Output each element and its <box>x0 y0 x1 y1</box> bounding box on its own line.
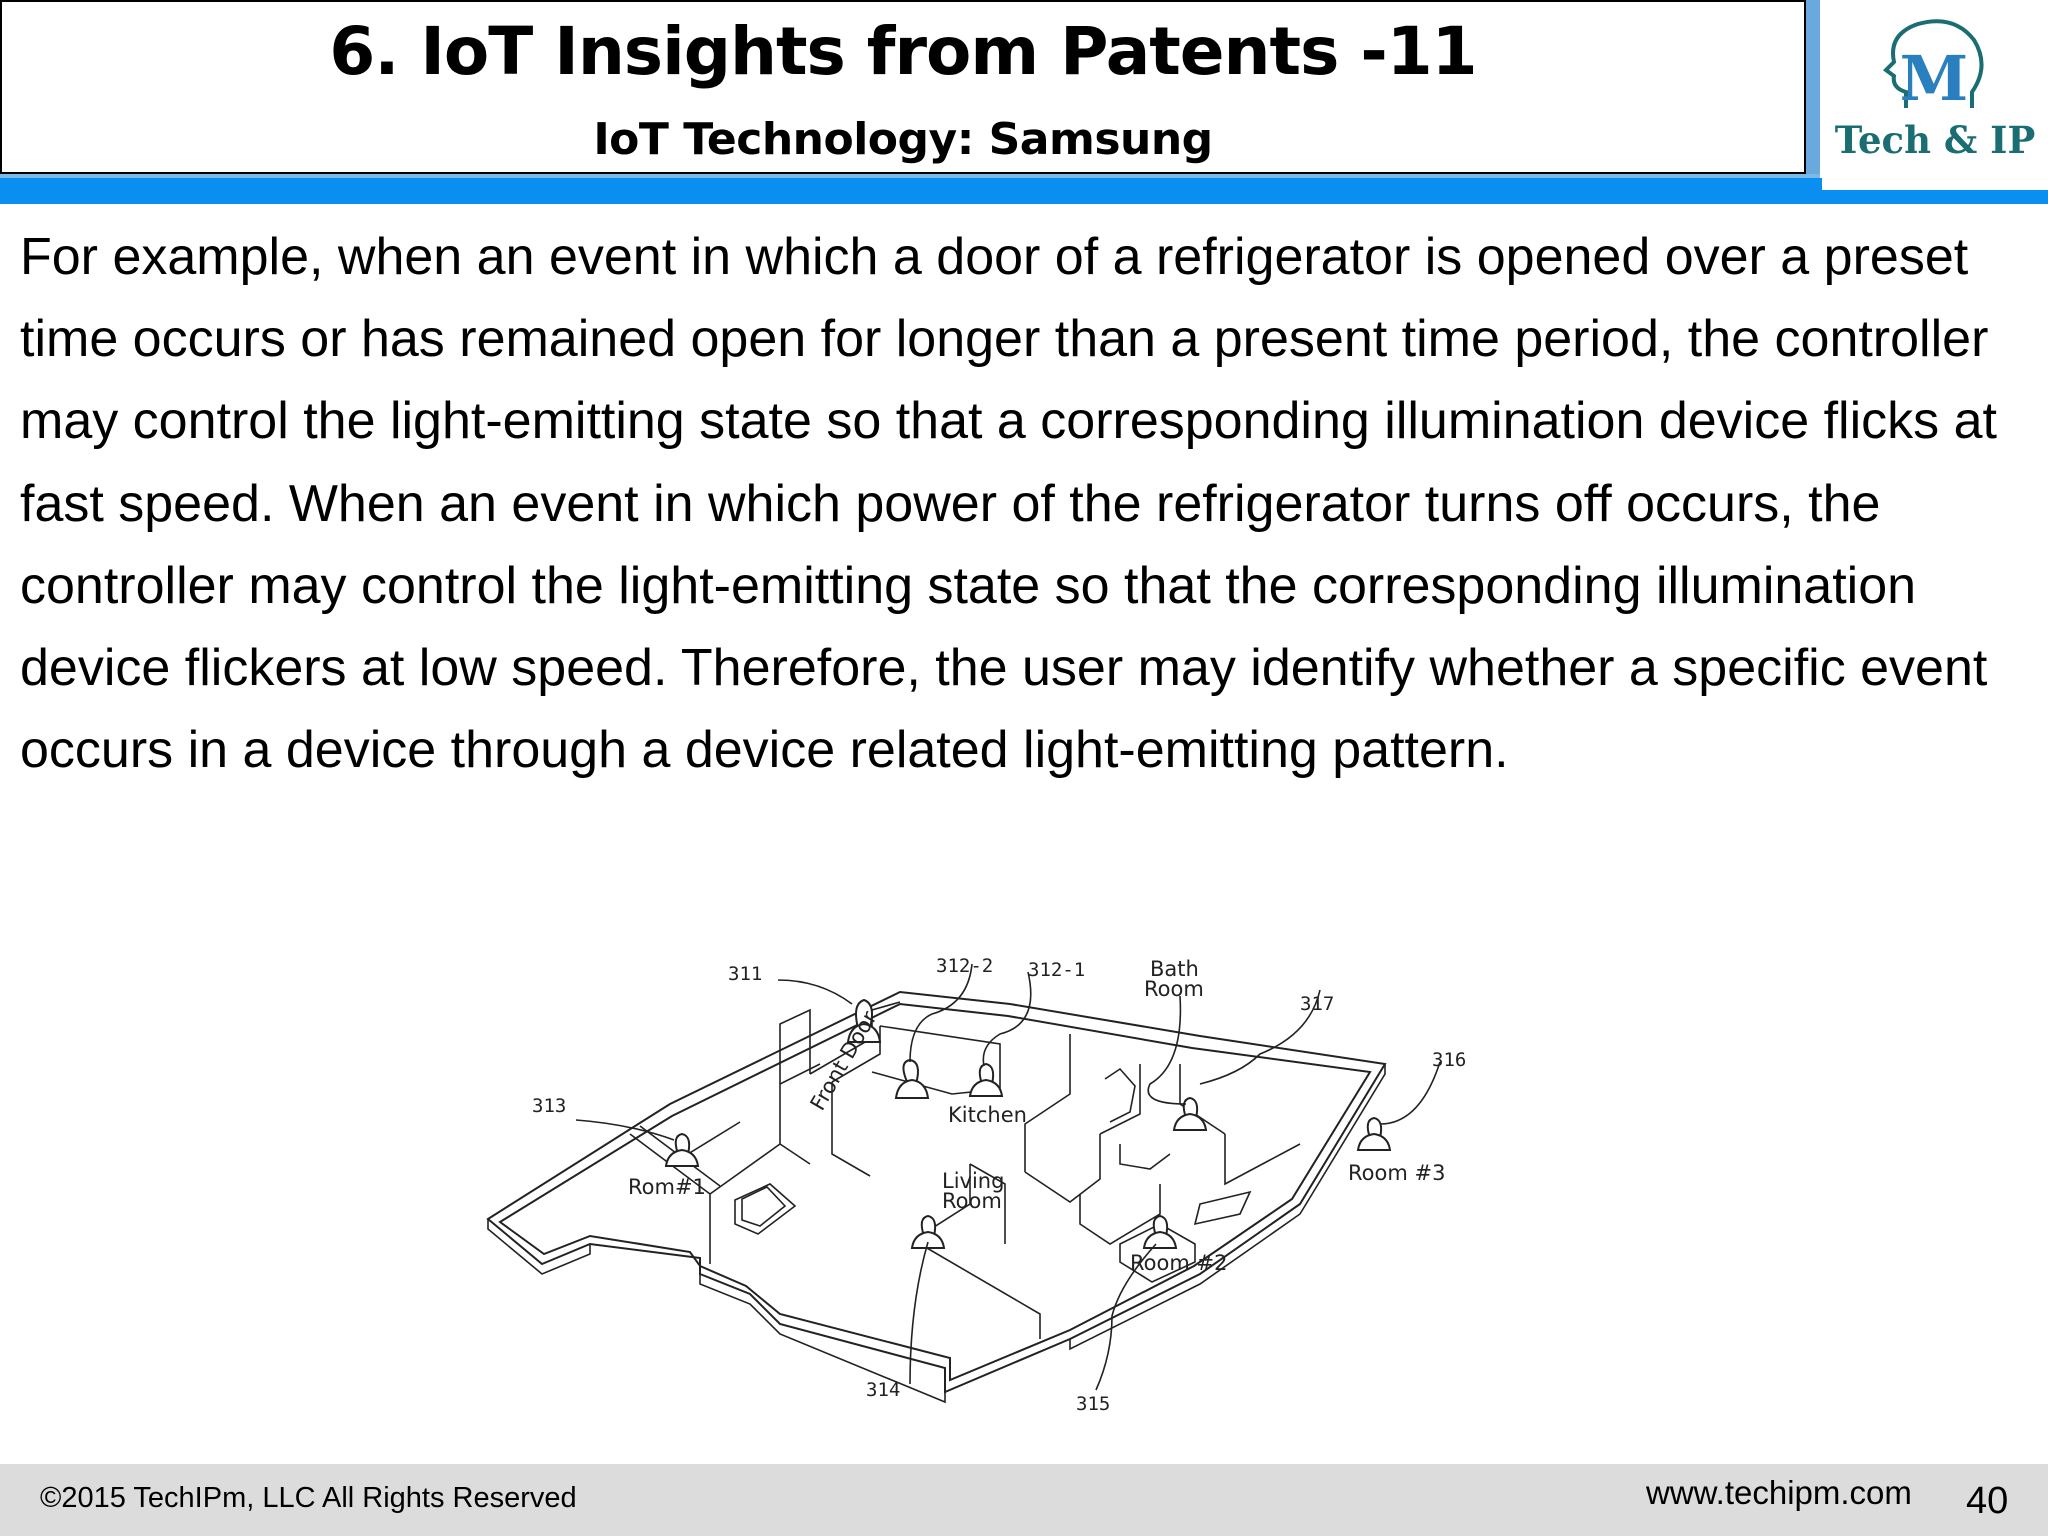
footer-website: www.techipm.com <box>1646 1474 1912 1512</box>
label-313: 313 <box>532 1095 566 1117</box>
footer-copyright: ©2015 TechIPm, LLC All Rights Reserved <box>40 1482 577 1515</box>
label-314: 314 <box>866 1379 900 1401</box>
slide-title: 6. IoT Insights from Patents -11 <box>2 10 1804 94</box>
title-box: 6. IoT Insights from Patents -11 IoT Tec… <box>0 0 1806 174</box>
body-paragraph: For example, when an event in which a do… <box>20 216 2010 791</box>
slide-subtitle: IoT Technology: Samsung <box>2 112 1804 168</box>
logo-text: Tech & IP <box>1822 118 2048 162</box>
floor-plan-diagram: 311 312-2 312-1 Bath Room 317 316 313 Fr… <box>480 944 1530 1424</box>
label-living-room: Room <box>942 1189 1002 1213</box>
page-number: 40 <box>1966 1480 2008 1523</box>
label-bath-room: Room <box>1144 977 1204 1001</box>
title-shadow <box>1806 0 1820 178</box>
label-room1: Rom#1 <box>628 1175 706 1199</box>
label-311: 311 <box>728 963 762 985</box>
label-315: 315 <box>1076 1393 1110 1415</box>
header-bar <box>0 178 2048 204</box>
label-312-2: 312-2 <box>936 955 993 977</box>
label-312-1: 312-1 <box>1028 959 1085 981</box>
logo-head-icon: M <box>1822 0 2048 120</box>
bulb-icon-room3 <box>1358 1118 1390 1150</box>
label-room3: Room #3 <box>1348 1161 1445 1185</box>
label-kitchen: Kitchen <box>948 1103 1027 1127</box>
logo: M Tech & IP <box>1822 0 2048 190</box>
logo-mark: M <box>1900 42 1969 115</box>
label-317: 317 <box>1300 993 1334 1015</box>
label-room2: Room #2 <box>1130 1251 1227 1275</box>
label-316: 316 <box>1432 1049 1466 1071</box>
